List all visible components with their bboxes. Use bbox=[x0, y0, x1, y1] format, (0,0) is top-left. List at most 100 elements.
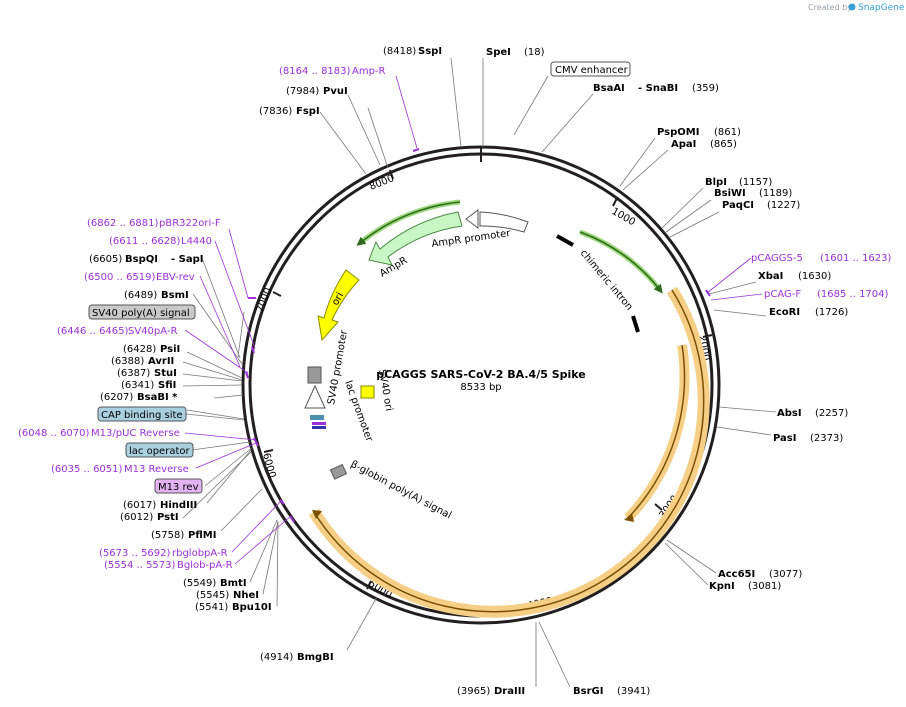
svg-text:EcoRI: EcoRI bbox=[769, 307, 800, 318]
site-hindIII[interactable]: (6017) HindIII bbox=[123, 500, 197, 511]
site-bpu10I[interactable]: (5541) Bpu10I bbox=[195, 602, 272, 613]
svg-text:Amp-R: Amp-R bbox=[352, 66, 386, 77]
svg-text:(6012): (6012) bbox=[120, 512, 153, 523]
svg-text:AbsI: AbsI bbox=[777, 408, 802, 419]
site-bspQI[interactable]: (6605) BspQI - SapI bbox=[89, 254, 203, 265]
svg-text:(861): (861) bbox=[714, 127, 741, 138]
primer-pcaggs-5[interactable]: pCAGGS-5 (1601 .. 1623) bbox=[751, 253, 892, 264]
site-xbaI[interactable]: XbaI (1630) bbox=[758, 271, 831, 282]
feature-cap-site-label[interactable]: CAP binding site bbox=[97, 406, 187, 422]
svg-text:(1157): (1157) bbox=[739, 177, 772, 188]
snapgene-credit[interactable]: Created by SnapGene bbox=[808, 3, 905, 13]
sv40-ori-feature[interactable] bbox=[360, 385, 375, 399]
site-pasI[interactable]: PasI (2373) bbox=[773, 433, 843, 444]
svg-text:(359): (359) bbox=[692, 83, 719, 94]
site-speI[interactable]: SpeI (18) bbox=[486, 47, 545, 58]
chimeric-intron-arc[interactable] bbox=[579, 229, 663, 294]
feature-m13-rev-label[interactable]: M13 rev bbox=[154, 478, 203, 494]
primer-sv40pa-r[interactable]: (6446 .. 6465) SV40pA-R bbox=[57, 326, 177, 337]
svg-text:BsaAI: BsaAI bbox=[593, 83, 625, 94]
svg-text:(8418): (8418) bbox=[383, 46, 416, 57]
site-avrII[interactable]: (6388) AvrII bbox=[111, 356, 174, 367]
site-apaI[interactable]: ApaI (865) bbox=[671, 139, 737, 150]
site-bsaBI[interactable]: (6207) BsaBI * bbox=[100, 392, 178, 403]
site-kpnI[interactable]: KpnI (3081) bbox=[709, 581, 781, 592]
svg-text:(6500 .. 6519): (6500 .. 6519) bbox=[84, 272, 156, 283]
site-paqCI[interactable]: PaqCI (1227) bbox=[722, 200, 800, 211]
feature-cmv-enhancer-label[interactable]: CMV enhancer bbox=[550, 61, 631, 77]
primer-m13-puc-reverse[interactable]: (6048 .. 6070) M13/pUC Reverse bbox=[18, 428, 180, 439]
svg-text:(18): (18) bbox=[524, 47, 545, 58]
svg-text:Bpu10I: Bpu10I bbox=[232, 602, 272, 613]
site-sfiI[interactable]: (6341) SfiI bbox=[121, 380, 176, 391]
svg-text:(3941): (3941) bbox=[617, 686, 650, 697]
site-bsrGI[interactable]: BsrGI (3941) bbox=[573, 686, 650, 697]
svg-text:(6489): (6489) bbox=[124, 290, 157, 301]
site-bsiWI[interactable]: BsiWI (1189) bbox=[714, 188, 792, 199]
bglobin-polya-box[interactable] bbox=[329, 463, 348, 480]
site-pflMI[interactable]: (5758) PflMI bbox=[151, 530, 216, 541]
svg-text:(4914): (4914) bbox=[260, 652, 293, 663]
site-draIII[interactable]: (3965) DraIII bbox=[457, 686, 525, 697]
site-ecoRI[interactable]: EcoRI (1726) bbox=[769, 307, 848, 318]
site-pvuI[interactable]: (7984) PvuI bbox=[286, 86, 348, 97]
svg-text:(6341): (6341) bbox=[121, 380, 154, 391]
primer-amp-r[interactable]: (8164 .. 8183) Amp-R bbox=[279, 66, 386, 77]
site-bmtI[interactable]: (5549) BmtI bbox=[183, 578, 247, 589]
svg-text:ApaI: ApaI bbox=[671, 139, 696, 150]
spike-cds-feature[interactable] bbox=[308, 286, 710, 618]
ori-feature[interactable] bbox=[317, 269, 360, 342]
svg-text:(1685 .. 1704): (1685 .. 1704) bbox=[817, 289, 889, 300]
plasmid-title: pCAGGS SARS-CoV-2 BA.4/5 Spike bbox=[376, 368, 586, 381]
tick-7000: 7000 bbox=[255, 286, 275, 314]
svg-text:CMV enhancer: CMV enhancer bbox=[555, 65, 629, 76]
ampr-feature[interactable] bbox=[368, 211, 463, 266]
primer-l4440[interactable]: (6611 .. 6628) L4440 bbox=[109, 236, 212, 247]
svg-text:(1227): (1227) bbox=[767, 200, 800, 211]
svg-text:pCAGGS-5: pCAGGS-5 bbox=[751, 253, 803, 264]
svg-text:PvuI: PvuI bbox=[323, 86, 348, 97]
svg-text:PflMI: PflMI bbox=[188, 530, 216, 541]
site-fspI[interactable]: (7836) FspI bbox=[259, 106, 320, 117]
site-nheI[interactable]: (5545) NheI bbox=[196, 590, 259, 601]
svg-text:pBR322ori-F: pBR322ori-F bbox=[159, 218, 221, 229]
feature-lac-operator-label[interactable]: lac operator bbox=[125, 442, 194, 458]
primer-rbglobpa-r[interactable]: (5673 .. 5692) rbglobpA-R bbox=[99, 548, 228, 559]
site-bsaAI[interactable]: BsaAI - SnaBI (359) bbox=[593, 83, 719, 94]
svg-text:(6428): (6428) bbox=[123, 344, 156, 355]
primer-ebv-rev[interactable]: (6500 .. 6519) EBV-rev bbox=[84, 272, 195, 283]
site-sspI[interactable]: (8418) SspI bbox=[383, 46, 442, 57]
site-blpI[interactable]: BlpI (1157) bbox=[705, 177, 772, 188]
svg-text:SV40pA-R: SV40pA-R bbox=[128, 326, 177, 337]
site-bsmI[interactable]: (6489) BsmI bbox=[124, 290, 189, 301]
svg-text:SfiI: SfiI bbox=[158, 380, 176, 391]
svg-text:FspI: FspI bbox=[296, 106, 320, 117]
backbone-outer bbox=[241, 145, 721, 625]
site-bmgBI[interactable]: (4914) BmgBI bbox=[260, 652, 334, 663]
svg-text:(7836): (7836) bbox=[259, 106, 292, 117]
sv40-promoter-feature[interactable] bbox=[304, 366, 326, 409]
upper-green-arc[interactable] bbox=[356, 199, 461, 246]
site-absI[interactable]: AbsI (2257) bbox=[777, 408, 848, 419]
svg-text:- SnaBI: - SnaBI bbox=[638, 83, 678, 94]
primer-m13-reverse[interactable]: (6035 .. 6051) M13 Reverse bbox=[51, 464, 189, 475]
site-psiI[interactable]: (6428) PsiI bbox=[123, 344, 180, 355]
svg-text:SpeI: SpeI bbox=[486, 47, 511, 58]
site-pspOMI[interactable]: PspOMI (861) bbox=[657, 127, 741, 138]
primer-bglob-pa-r[interactable]: (5554 .. 5573) Bglob-pA-R bbox=[104, 560, 233, 571]
primer-pbr322ori-f[interactable]: (6862 .. 6881) pBR322ori-F bbox=[87, 218, 221, 229]
primer-pcag-f[interactable]: pCAG-F (1685 .. 1704) bbox=[764, 289, 889, 300]
snapgene-logo-icon bbox=[848, 3, 856, 11]
site-stuI[interactable]: (6387) StuI bbox=[117, 368, 177, 379]
ampr-promoter-feature[interactable] bbox=[465, 209, 529, 233]
svg-text:DraIII: DraIII bbox=[494, 686, 525, 697]
feature-sv40-polya-label[interactable]: SV40 poly(A) signal bbox=[88, 304, 196, 320]
svg-text:lac operator: lac operator bbox=[129, 446, 190, 457]
svg-text:(6387): (6387) bbox=[117, 368, 150, 379]
svg-text:Acc65I: Acc65I bbox=[718, 569, 755, 580]
site-pstI[interactable]: (6012) PstI bbox=[120, 512, 179, 523]
lac-operator-feature[interactable] bbox=[310, 415, 326, 429]
tick-6000: 6000 bbox=[260, 452, 277, 479]
site-acc65I[interactable]: Acc65I (3077) bbox=[718, 569, 802, 580]
svg-text:(6605): (6605) bbox=[89, 254, 122, 265]
